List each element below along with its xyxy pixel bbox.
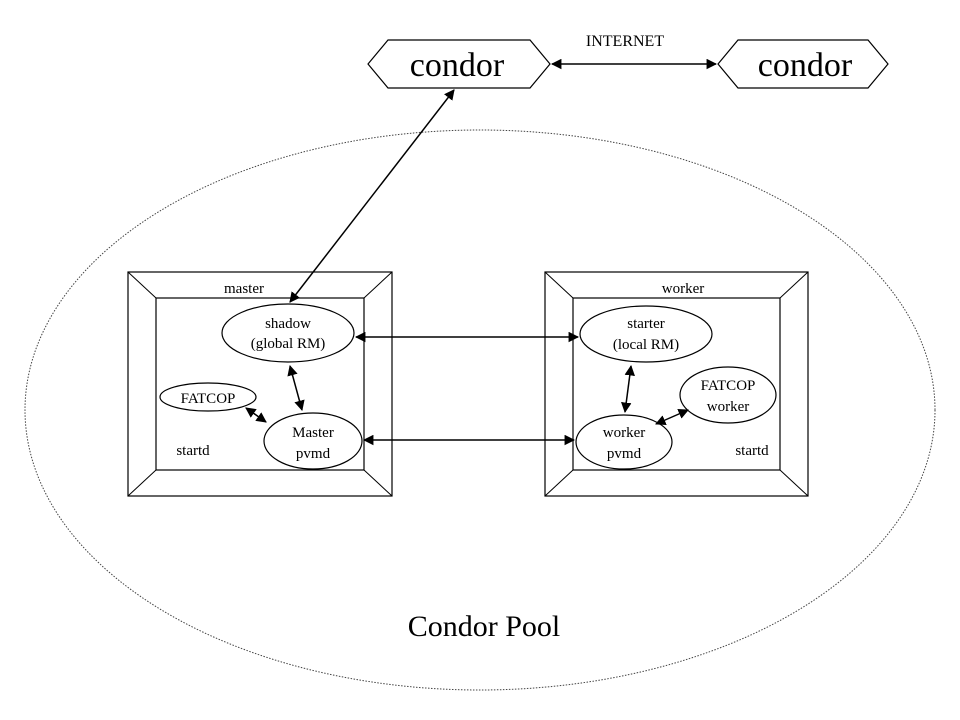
fatcop-pvmd-arrow — [245, 407, 267, 423]
worker-startd-label: startd — [735, 443, 769, 459]
master-pvmd-label-2: pvmd — [296, 446, 331, 462]
internet-label: INTERNET — [586, 33, 664, 50]
shadow-label-1: shadow — [265, 316, 311, 332]
condor-pool-label: Condor Pool — [408, 610, 561, 643]
shadow-label-2: (global RM) — [251, 336, 326, 352]
fatcop-worker-label-2: worker — [707, 399, 749, 415]
condor-pool-boundary — [24, 129, 936, 691]
master-pvmd-label-1: Master — [292, 425, 334, 441]
worker-pvmd-label-1: worker — [603, 425, 645, 441]
condor-node-left: condor — [367, 39, 551, 89]
master-machine: master — [127, 271, 393, 497]
master-pvmd-process: Master pvmd — [263, 412, 363, 470]
fatcop-worker-label-1: FATCOP — [701, 378, 756, 394]
starter-label-2: (local RM) — [613, 337, 679, 353]
fatcop-worker-pvmd-arrow — [655, 408, 689, 426]
condor-node-right: condor — [717, 39, 889, 89]
worker-pvmd-label-2: pvmd — [607, 446, 642, 462]
condor-right-label: condor — [758, 47, 853, 84]
fatcop-process: FATCOP — [159, 382, 257, 412]
condor-left-label: condor — [410, 47, 505, 84]
fatcop-worker-process: FATCOP worker — [679, 366, 777, 424]
starter-process: starter (local RM) — [579, 305, 713, 363]
fatcop-label: FATCOP — [181, 391, 236, 407]
starter-pvmd-arrow — [621, 364, 635, 414]
condor-shadow-arrow — [289, 89, 455, 303]
worker-title: worker — [662, 281, 704, 297]
starter-label-1: starter — [627, 316, 664, 332]
shadow-process: shadow (global RM) — [221, 303, 355, 363]
master-title: master — [224, 281, 264, 297]
shadow-pvmd-arrow — [287, 364, 305, 412]
master-startd-label: startd — [176, 443, 210, 459]
worker-pvmd-process: worker pvmd — [575, 414, 673, 470]
